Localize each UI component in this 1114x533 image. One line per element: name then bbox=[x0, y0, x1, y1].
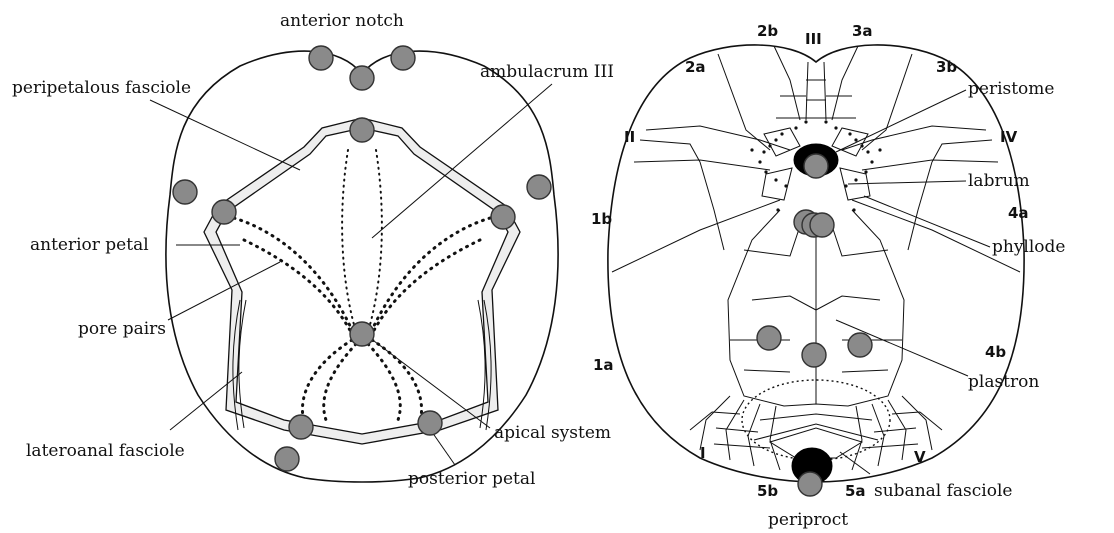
pore-dot bbox=[750, 148, 753, 151]
suture bbox=[806, 62, 826, 120]
pore-dot bbox=[804, 120, 807, 123]
code-5a: 5a bbox=[845, 482, 866, 500]
label-apical-system: apical system bbox=[494, 423, 611, 443]
label-anterior-notch: anterior notch bbox=[280, 11, 404, 31]
leader-phyllode bbox=[864, 196, 990, 247]
suture bbox=[612, 200, 780, 272]
marker-circle bbox=[757, 326, 781, 350]
code-iv: IV bbox=[1000, 128, 1018, 146]
pore-dot bbox=[848, 132, 851, 135]
marker-circle bbox=[350, 118, 374, 142]
marker-circle bbox=[350, 66, 374, 90]
label-ambulacrum-iii: ambulacrum III bbox=[480, 62, 614, 82]
pore-dot bbox=[784, 184, 787, 187]
pore-dot bbox=[844, 184, 847, 187]
pore-dot bbox=[794, 126, 797, 129]
petaloid-area bbox=[216, 128, 508, 434]
label-peripetalous-fasciole: peripetalous fasciole bbox=[12, 78, 191, 98]
marker-circle bbox=[798, 472, 822, 496]
pore-dot bbox=[878, 148, 881, 151]
code-2b: 2b bbox=[757, 22, 778, 40]
leader-labrum bbox=[848, 181, 966, 184]
label-peristome: peristome bbox=[968, 79, 1054, 99]
pore-dot bbox=[758, 160, 761, 163]
pore-dot bbox=[764, 170, 767, 173]
pore-dot bbox=[762, 150, 765, 153]
leader-subanal bbox=[840, 452, 870, 474]
label-anterior-petal: anterior petal bbox=[30, 235, 149, 255]
pore-dot bbox=[870, 160, 873, 163]
marker-circle bbox=[804, 154, 828, 178]
suture bbox=[842, 126, 986, 150]
marker-circle bbox=[289, 415, 313, 439]
marker-circle bbox=[802, 343, 826, 367]
marker-circle bbox=[350, 322, 374, 346]
pore-dot bbox=[834, 126, 837, 129]
pore-dot bbox=[774, 138, 777, 141]
marker-circle bbox=[527, 175, 551, 199]
code-4b: 4b bbox=[985, 343, 1006, 361]
code-ii: II bbox=[624, 128, 635, 146]
suture bbox=[852, 200, 1020, 272]
pore-dot bbox=[860, 144, 863, 147]
pore-dot bbox=[774, 178, 777, 181]
suture bbox=[776, 96, 856, 118]
marker-circle bbox=[173, 180, 197, 204]
code-1a: 1a bbox=[593, 356, 614, 374]
code-2a: 2a bbox=[685, 58, 706, 76]
pore-dot bbox=[854, 178, 857, 181]
code-5b: 5b bbox=[757, 482, 778, 500]
pore-dot bbox=[780, 132, 783, 135]
leader-peristome bbox=[836, 90, 966, 152]
suture bbox=[832, 46, 858, 120]
marker-circle bbox=[391, 46, 415, 70]
suture bbox=[764, 128, 800, 156]
label-phyllode: phyllode bbox=[992, 237, 1066, 257]
suture bbox=[932, 140, 992, 162]
label-labrum: labrum bbox=[968, 171, 1030, 191]
code-4a: 4a bbox=[1008, 204, 1029, 222]
marker-circle bbox=[810, 213, 834, 237]
code-3a: 3a bbox=[852, 22, 873, 40]
pore-dot bbox=[866, 150, 869, 153]
code-iii: III bbox=[805, 30, 822, 48]
marker-circle bbox=[491, 205, 515, 229]
code-3b: 3b bbox=[936, 58, 957, 76]
label-subanal-fasciole: subanal fasciole bbox=[874, 481, 1012, 501]
suture bbox=[908, 162, 932, 250]
label-lateroanal-fasciole: lateroanal fasciole bbox=[26, 441, 185, 461]
suture bbox=[712, 412, 920, 448]
code-i: I bbox=[700, 444, 706, 462]
oral-view: 2b III 3a 2a 3b II IV 1b 4a 1a 4b I V 5b… bbox=[591, 22, 1066, 530]
pore-dot bbox=[864, 170, 867, 173]
plate-sutures bbox=[612, 46, 1020, 470]
label-plastron: plastron bbox=[968, 372, 1039, 392]
suture bbox=[718, 54, 770, 150]
leader-posterior-petal bbox=[432, 432, 455, 465]
suture bbox=[640, 140, 700, 162]
pore-dot bbox=[854, 138, 857, 141]
label-periproct: periproct bbox=[768, 510, 848, 530]
label-pore-pairs: pore pairs bbox=[78, 319, 166, 339]
pore-dot bbox=[768, 144, 771, 147]
marker-circle bbox=[212, 200, 236, 224]
marker-circle bbox=[848, 333, 872, 357]
code-v: V bbox=[914, 448, 926, 466]
pore-dot bbox=[824, 120, 827, 123]
leader-peripetalous bbox=[150, 100, 300, 170]
pore-dot bbox=[776, 208, 779, 211]
suture bbox=[646, 126, 790, 150]
suture bbox=[700, 162, 724, 250]
oral-leaders bbox=[836, 90, 990, 474]
pore-dot bbox=[852, 208, 855, 211]
aboral-view: anterior notch peripetalous fasciole amb… bbox=[12, 11, 614, 489]
marker-circle bbox=[418, 411, 442, 435]
marker-circle bbox=[309, 46, 333, 70]
label-posterior-petal: posterior petal bbox=[408, 469, 535, 489]
marker-circle bbox=[275, 447, 299, 471]
suture bbox=[774, 46, 800, 120]
code-1b: 1b bbox=[591, 210, 612, 228]
